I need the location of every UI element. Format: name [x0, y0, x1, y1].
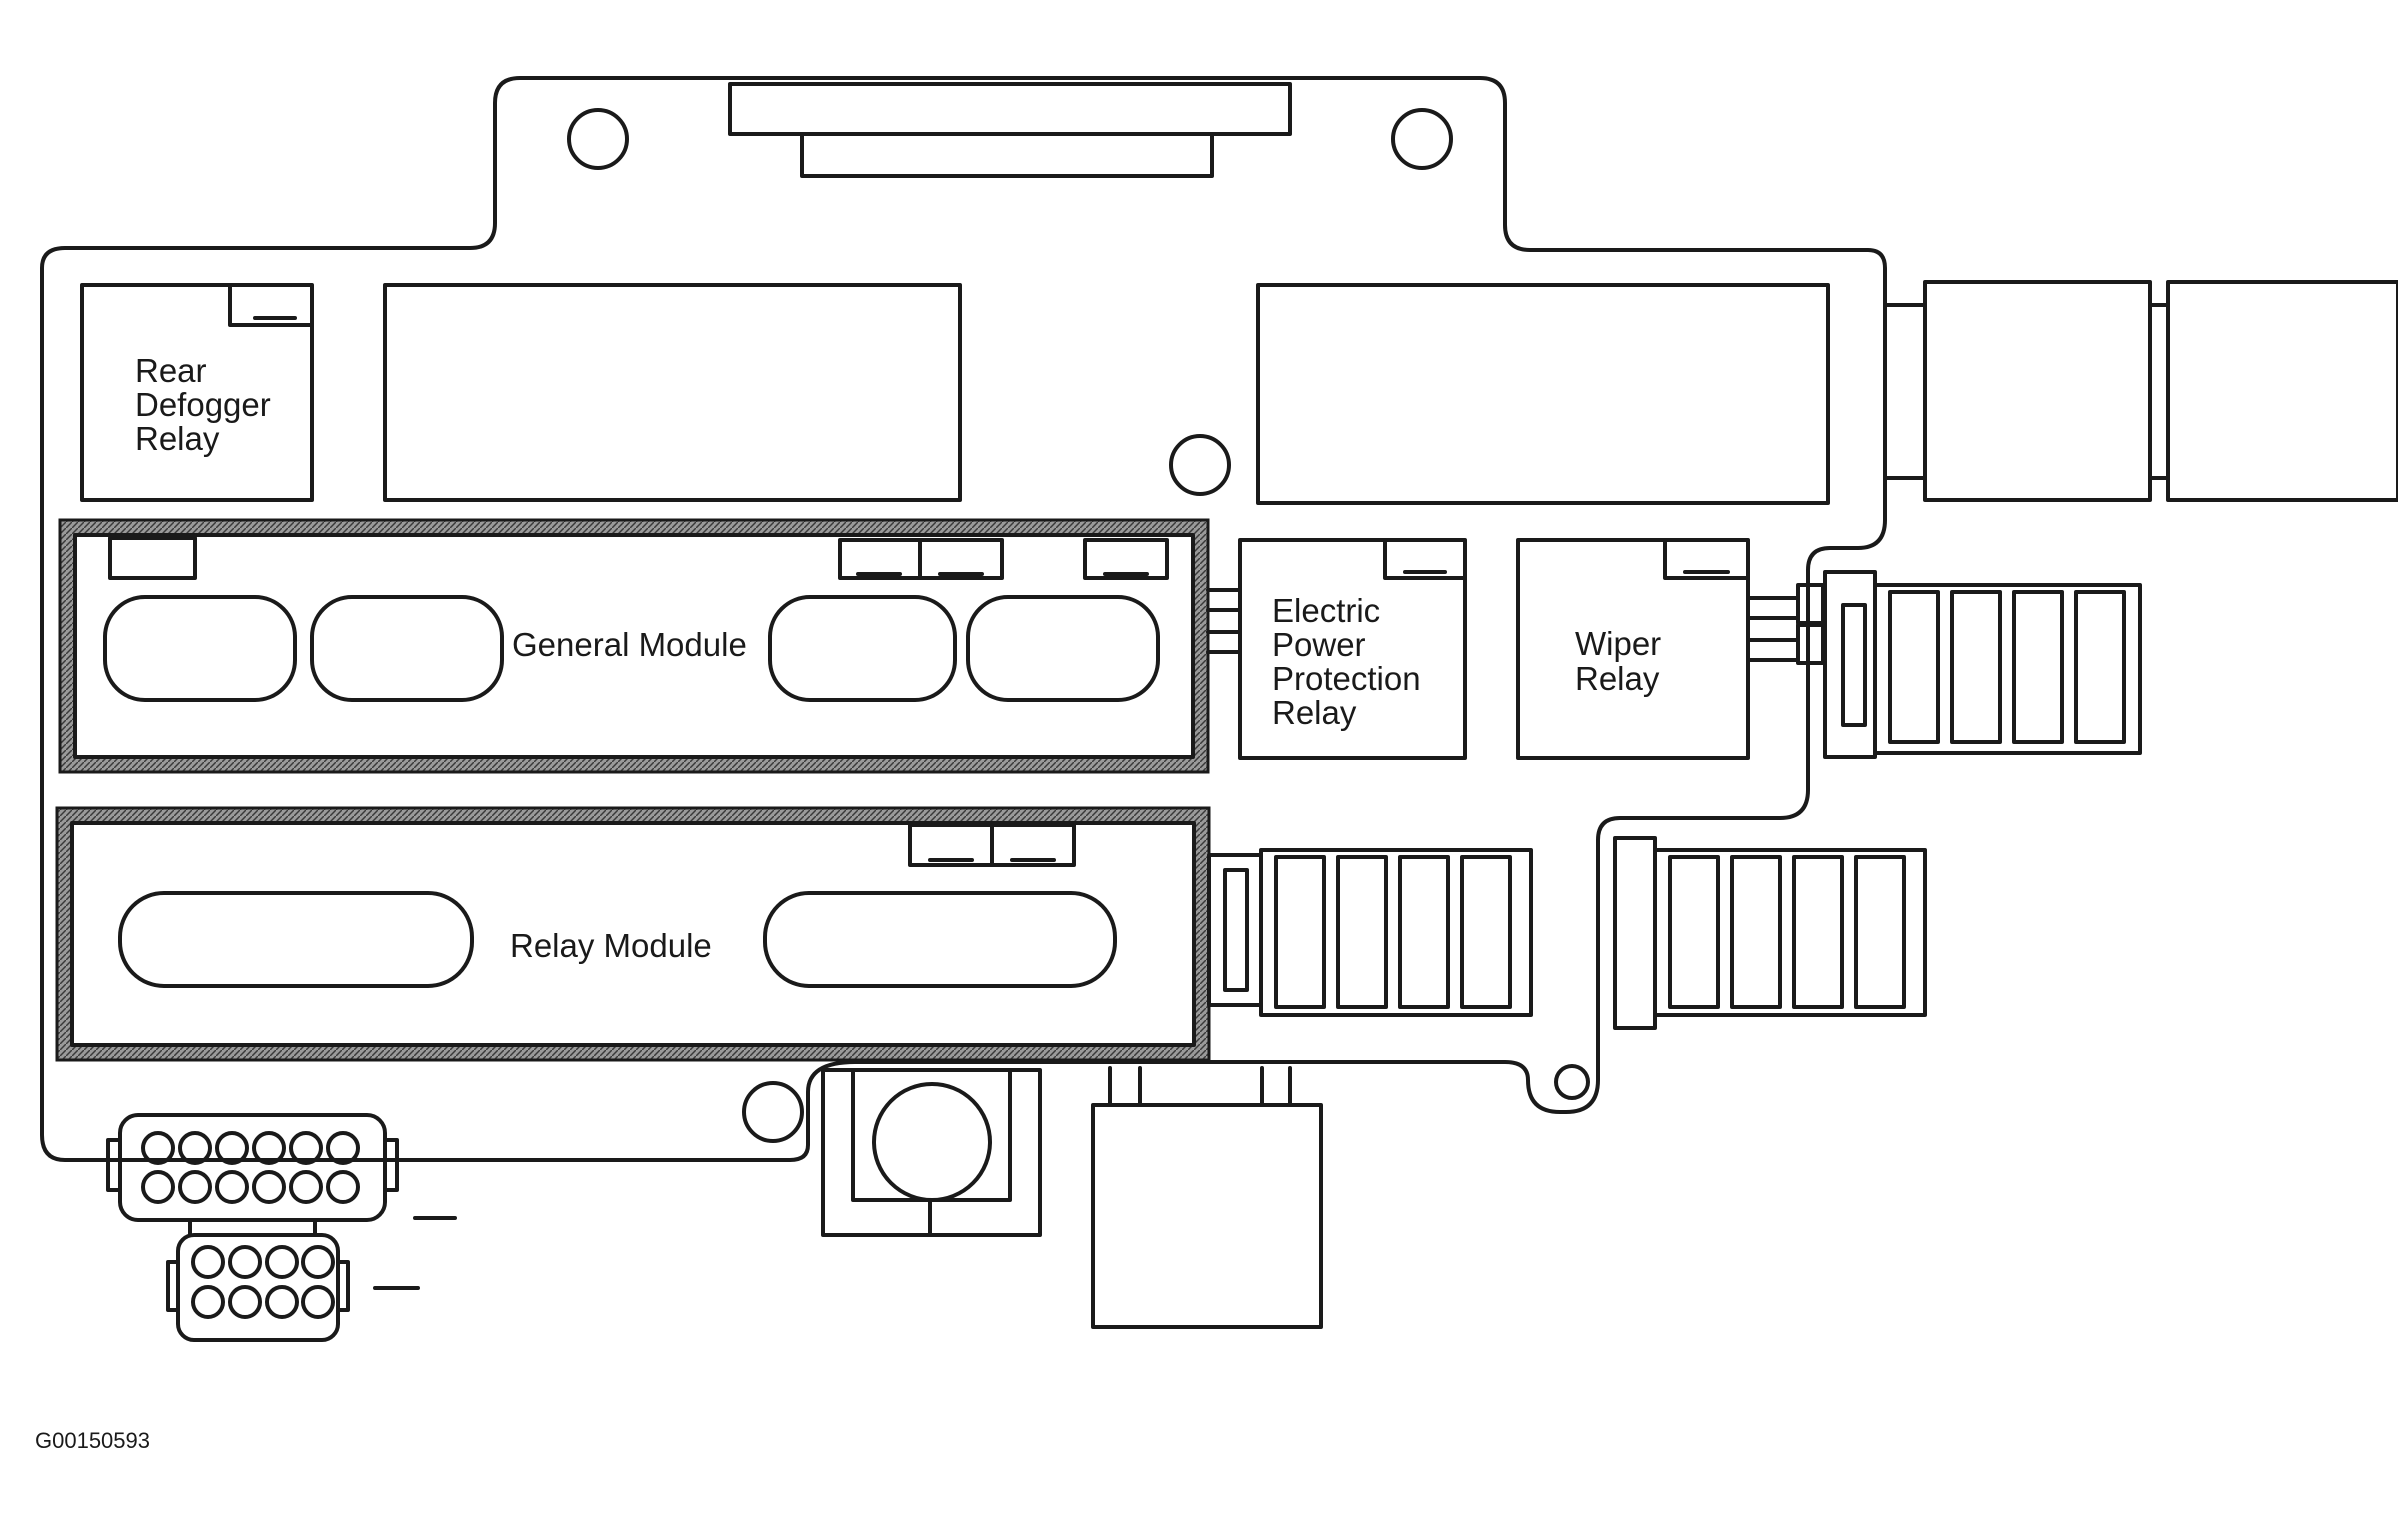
general-module-slot: [768, 595, 957, 702]
module-tab: [108, 536, 197, 580]
connector-pins-top: [141, 1131, 360, 1204]
connector-link: [1883, 303, 2170, 480]
pin-clip: [1796, 583, 1825, 625]
relay-notch: [1383, 538, 1467, 580]
connector-ears: [166, 1260, 350, 1312]
fuse-bank: [1259, 848, 1533, 1017]
fuse: [2012, 590, 2064, 744]
general-module-slot: [103, 595, 297, 702]
electric-power-protection-relay-label-1: Electric: [1272, 592, 1380, 629]
square-connector: [1091, 1103, 1323, 1329]
connector-stem: [188, 1218, 317, 1237]
electric-power-protection-relay-label-4: Relay: [1272, 694, 1357, 731]
multi-pin-connector-small: [176, 1233, 340, 1342]
fuse: [2074, 590, 2126, 744]
fuse-holder: [1823, 570, 1877, 759]
relay-module-slot: [763, 891, 1117, 988]
pin-clip: [1796, 623, 1825, 665]
fuse: [1854, 855, 1906, 1009]
fuse-bank: [1653, 848, 1927, 1017]
fuse-holder-inner: [1841, 603, 1867, 727]
module-tab: [990, 823, 1076, 867]
relay-pins: [1746, 596, 1800, 662]
module-tab: [918, 538, 1004, 580]
side-connector: [1923, 280, 2152, 502]
wiper-relay: [1516, 538, 1750, 760]
fuse: [1792, 855, 1844, 1009]
top-connector-outer: [728, 82, 1292, 136]
round-connector-housing: [821, 1068, 1042, 1237]
fuse-block-left: [383, 283, 962, 502]
fuse: [1460, 855, 1512, 1009]
mounting-hole: [742, 1081, 804, 1143]
relay-notch: [1663, 538, 1750, 580]
relay-module-slot: [118, 891, 474, 988]
fuse: [1668, 855, 1720, 1009]
electric-power-protection-relay-label-2: Power: [1272, 626, 1366, 663]
relay-pins: [1206, 588, 1242, 654]
rear-defogger-relay-label-2: Defogger: [135, 386, 271, 423]
figure-code: G00150593: [35, 1428, 150, 1453]
general-module-label: General Module: [512, 626, 747, 663]
connector-pins-bottom: [191, 1245, 335, 1319]
rear-defogger-relay: [80, 283, 314, 502]
fuse-bank: [1873, 583, 2142, 755]
general-module-slot: [310, 595, 504, 702]
fuse: [1888, 590, 1940, 744]
leader-line: [373, 1216, 457, 1290]
module-tab: [1083, 538, 1169, 580]
square-connector-legs: [1108, 1066, 1292, 1107]
fuse-holder: [1207, 853, 1263, 1007]
fuse: [1274, 855, 1326, 1009]
fuse: [1336, 855, 1388, 1009]
wiper-relay-label-1: Wiper: [1575, 625, 1661, 662]
top-connector-inner: [800, 132, 1214, 178]
connector-ears: [106, 1138, 399, 1192]
fuse: [1950, 590, 2002, 744]
mounting-hole: [567, 108, 629, 170]
wiper-relay-label-2: Relay: [1575, 660, 1660, 697]
general-module: [73, 533, 1195, 759]
relay-notch: [228, 283, 314, 327]
mounting-hole: [1169, 434, 1231, 496]
fuse-holder-inner: [1223, 868, 1249, 992]
rear-defogger-relay-label-1: Rear: [135, 352, 207, 389]
round-connector: [872, 1082, 992, 1202]
fuse-block-right: [1256, 283, 1830, 505]
fuse: [1730, 855, 1782, 1009]
general-module-slot: [966, 595, 1160, 702]
multi-pin-connector: [118, 1113, 387, 1222]
relay-module-label: Relay Module: [510, 927, 712, 964]
mounting-hole: [1391, 108, 1453, 170]
side-connector: [2166, 280, 2398, 502]
housing-outline: [40, 76, 1887, 1162]
fuse: [1398, 855, 1450, 1009]
electric-power-protection-relay: [1238, 538, 1467, 760]
fuse-holder: [1613, 836, 1657, 1030]
electric-power-protection-relay-label-3: Protection: [1272, 660, 1421, 697]
mounting-hole: [1554, 1064, 1590, 1100]
rear-defogger-relay-label-3: Relay: [135, 420, 220, 457]
relay-module: [70, 821, 1196, 1047]
